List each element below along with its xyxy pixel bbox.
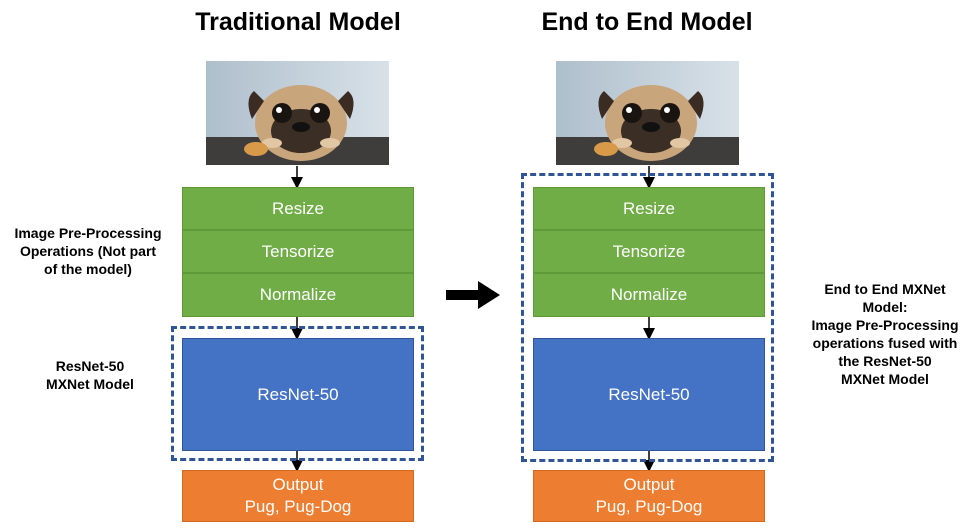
tensorize-box-right: Tensorize: [533, 230, 765, 273]
end-to-end-description: End to End MXNet Model: Image Pre-Proces…: [811, 281, 959, 387]
pug-photo-left: [206, 61, 389, 165]
output-label-left: Output: [272, 475, 324, 494]
transition-arrow: [446, 281, 500, 309]
resnet-box-left: ResNet-50: [182, 338, 414, 451]
resnet-box-right: ResNet-50: [533, 338, 765, 451]
output-box-left: Output Pug, Pug-Dog: [182, 470, 414, 522]
resize-box-left: Resize: [182, 187, 414, 230]
model-boundary-right: [521, 173, 774, 462]
model-boundary-left: [171, 326, 424, 461]
pug-photo-right: [556, 61, 739, 165]
preprocessing-label: Image Pre-Processing Operations (Not par…: [14, 225, 162, 277]
output-classes-right: Pug, Pug-Dog: [595, 497, 703, 516]
tensorize-box-left: Tensorize: [182, 230, 414, 273]
end-to-end-model-title: End to End Model: [541, 8, 753, 36]
normalize-box-right: Normalize: [533, 273, 765, 317]
output-label-right: Output: [623, 475, 675, 494]
output-box-right: Output Pug, Pug-Dog: [533, 470, 765, 522]
resize-box-right: Resize: [533, 187, 765, 230]
traditional-model-title: Traditional Model: [195, 8, 401, 36]
output-classes-left: Pug, Pug-Dog: [244, 497, 352, 516]
resnet-mxnet-label: ResNet-50 MXNet Model: [46, 358, 134, 392]
normalize-box-left: Normalize: [182, 273, 414, 317]
